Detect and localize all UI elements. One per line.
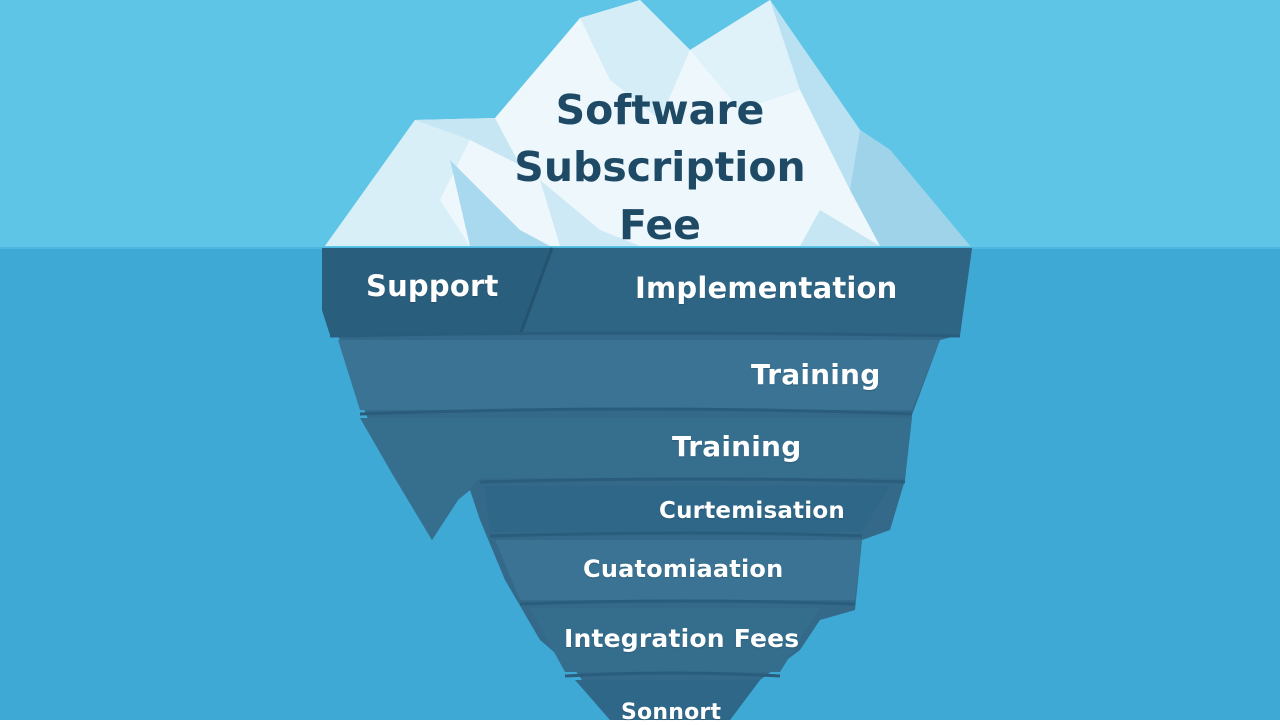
cost-label-customisation-2: Cuatomiaation bbox=[583, 555, 784, 583]
cost-label-integration-fees: Integration Fees bbox=[564, 624, 800, 653]
iceberg-body bbox=[322, 247, 972, 720]
title-line-3: Fee bbox=[619, 200, 701, 249]
iceberg-tip-title: Software Subscription Fee bbox=[480, 82, 840, 254]
iceberg-tip bbox=[325, 0, 970, 246]
title-line-1: Software bbox=[555, 86, 765, 134]
cost-label-customisation-1: Curtemisation bbox=[659, 498, 845, 524]
cost-label-implementation: Implementation bbox=[635, 271, 898, 305]
title-line-2: Subscription bbox=[514, 143, 806, 192]
cost-label-training-1: Training bbox=[751, 358, 881, 391]
cost-label-support-2: Sonnort bbox=[621, 700, 722, 725]
cost-label-support: Support bbox=[366, 269, 499, 303]
cost-label-training-2: Training bbox=[672, 430, 802, 463]
